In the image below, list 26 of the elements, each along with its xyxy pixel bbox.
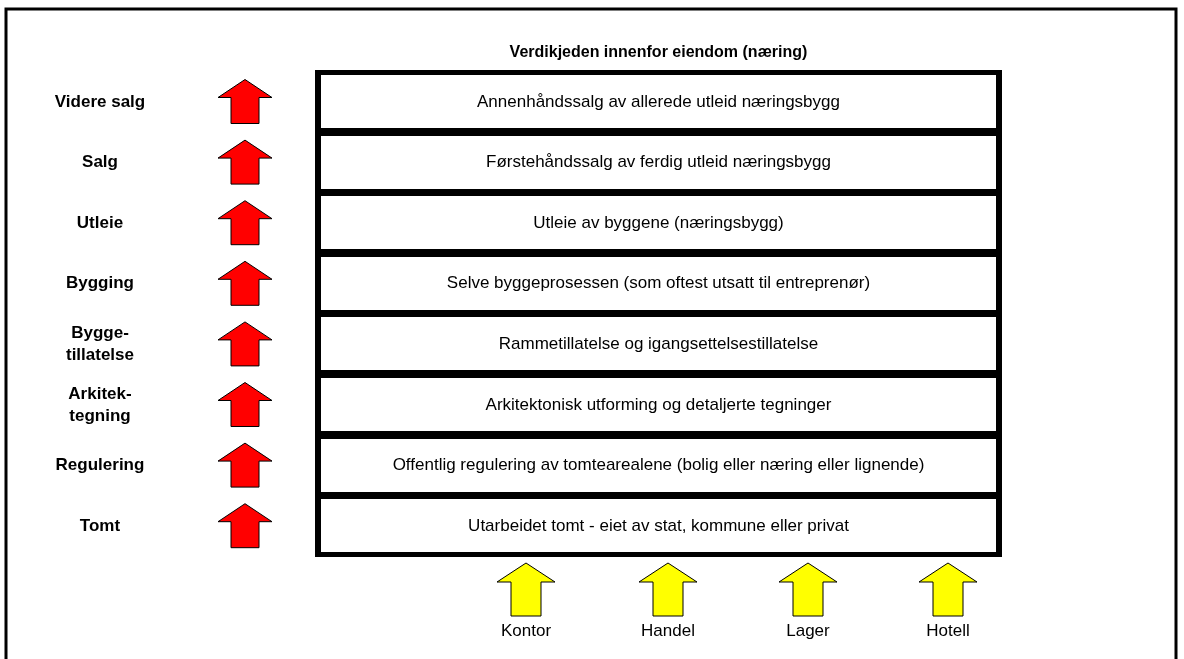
- stage-box: Rammetillatelse og igangsettelsestillatelse: [321, 317, 996, 371]
- stage-box: Utleie av byggene (næringsbygg): [321, 196, 996, 250]
- category-label: Kontor: [481, 618, 571, 644]
- category-label: Lager: [763, 618, 853, 644]
- block-arrow: [496, 562, 556, 617]
- stage-label: Arkitek- tegning: [67, 382, 133, 427]
- stage-label: Videre salg: [53, 90, 147, 113]
- stage-box: Arkitektonisk utforming og detaljerte tegninger: [321, 378, 996, 431]
- value-chain-frame: [315, 70, 1002, 557]
- frame-heading: Verdikjeden innenfor eiendom (næring): [508, 43, 809, 61]
- block-arrow: [638, 562, 698, 617]
- stage-label: Utleie: [75, 211, 125, 234]
- block-arrow: [918, 562, 978, 617]
- stage-label: Bygging: [65, 272, 135, 295]
- stage-box: Offentlig regulering av tomtearealene (bolig eller næring eller lignende): [321, 438, 996, 492]
- stage-label: Regulering: [54, 454, 146, 477]
- stage-label: Salg: [81, 151, 119, 174]
- stage-box: Annenhåndssalg av allerede utleid næringsbygg: [321, 75, 996, 128]
- category-label: Hotell: [903, 618, 993, 644]
- stage-box: Førstehåndssalg av ferdig utleid næringsbygg: [321, 135, 996, 189]
- block-arrow: [778, 562, 838, 617]
- stage-box: Selve byggeprosessen (som oftest utsatt til entreprenør): [321, 256, 996, 310]
- stage-box: Utarbeidet tomt - eiet av stat, kommune eller privat: [321, 499, 996, 553]
- stage-label: Bygge- tillatelse: [64, 321, 135, 366]
- category-label: Handel: [623, 618, 713, 644]
- stage-label: Tomt: [78, 514, 122, 537]
